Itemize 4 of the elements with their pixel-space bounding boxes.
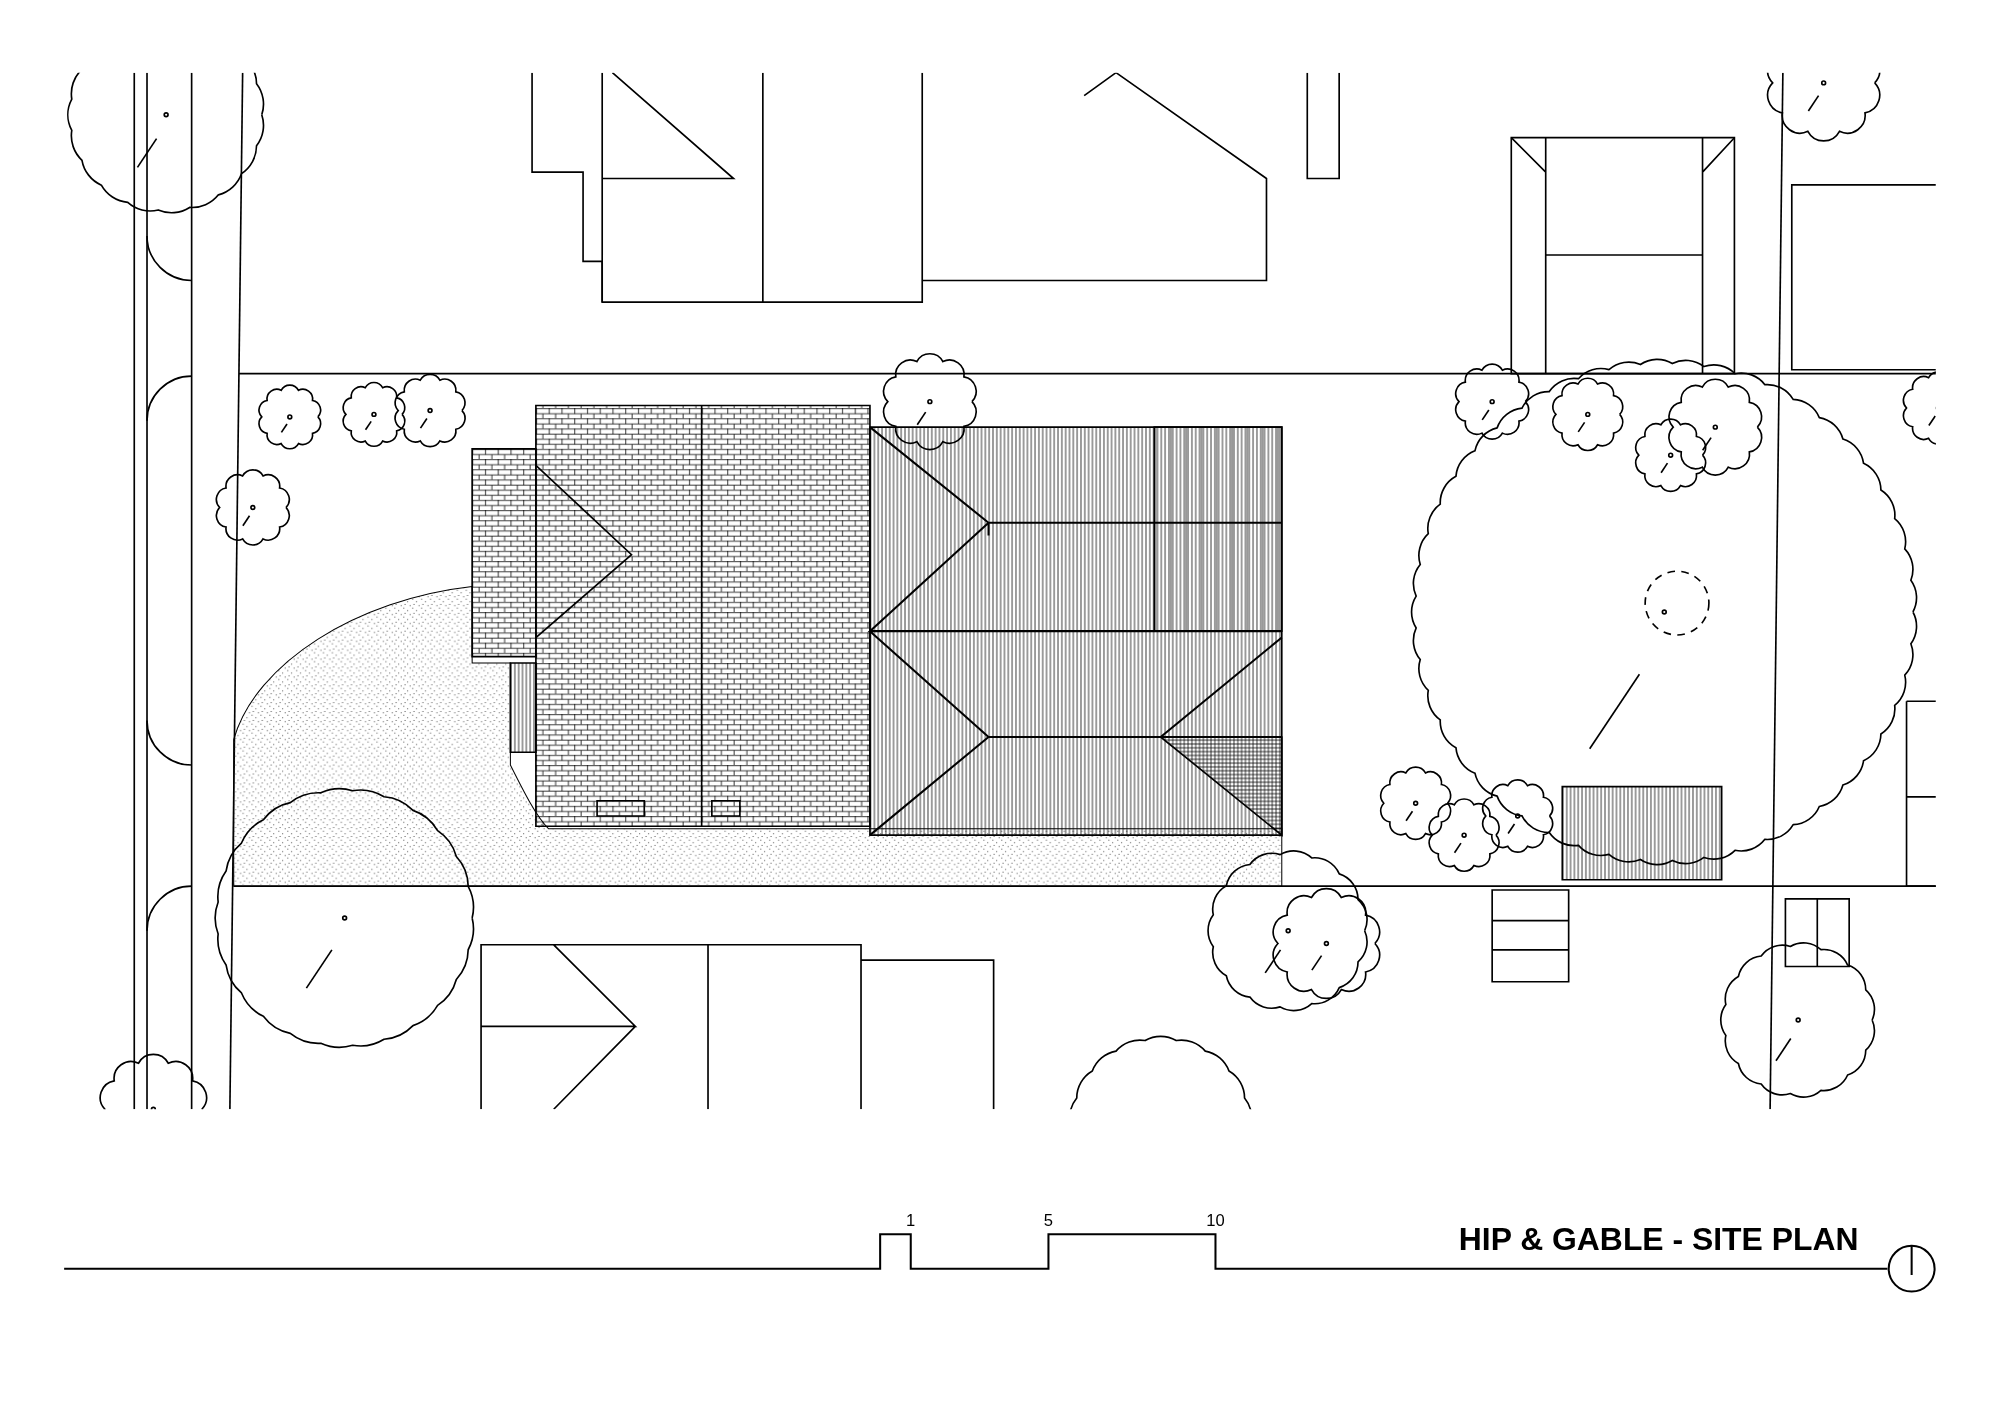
drawing-title: HIP & GABLE - SITE PLAN xyxy=(1458,1224,1859,1257)
scale-label: 1 xyxy=(906,1213,916,1230)
scale-label: 10 xyxy=(1206,1213,1225,1230)
scale-label: 5 xyxy=(1043,1213,1054,1230)
